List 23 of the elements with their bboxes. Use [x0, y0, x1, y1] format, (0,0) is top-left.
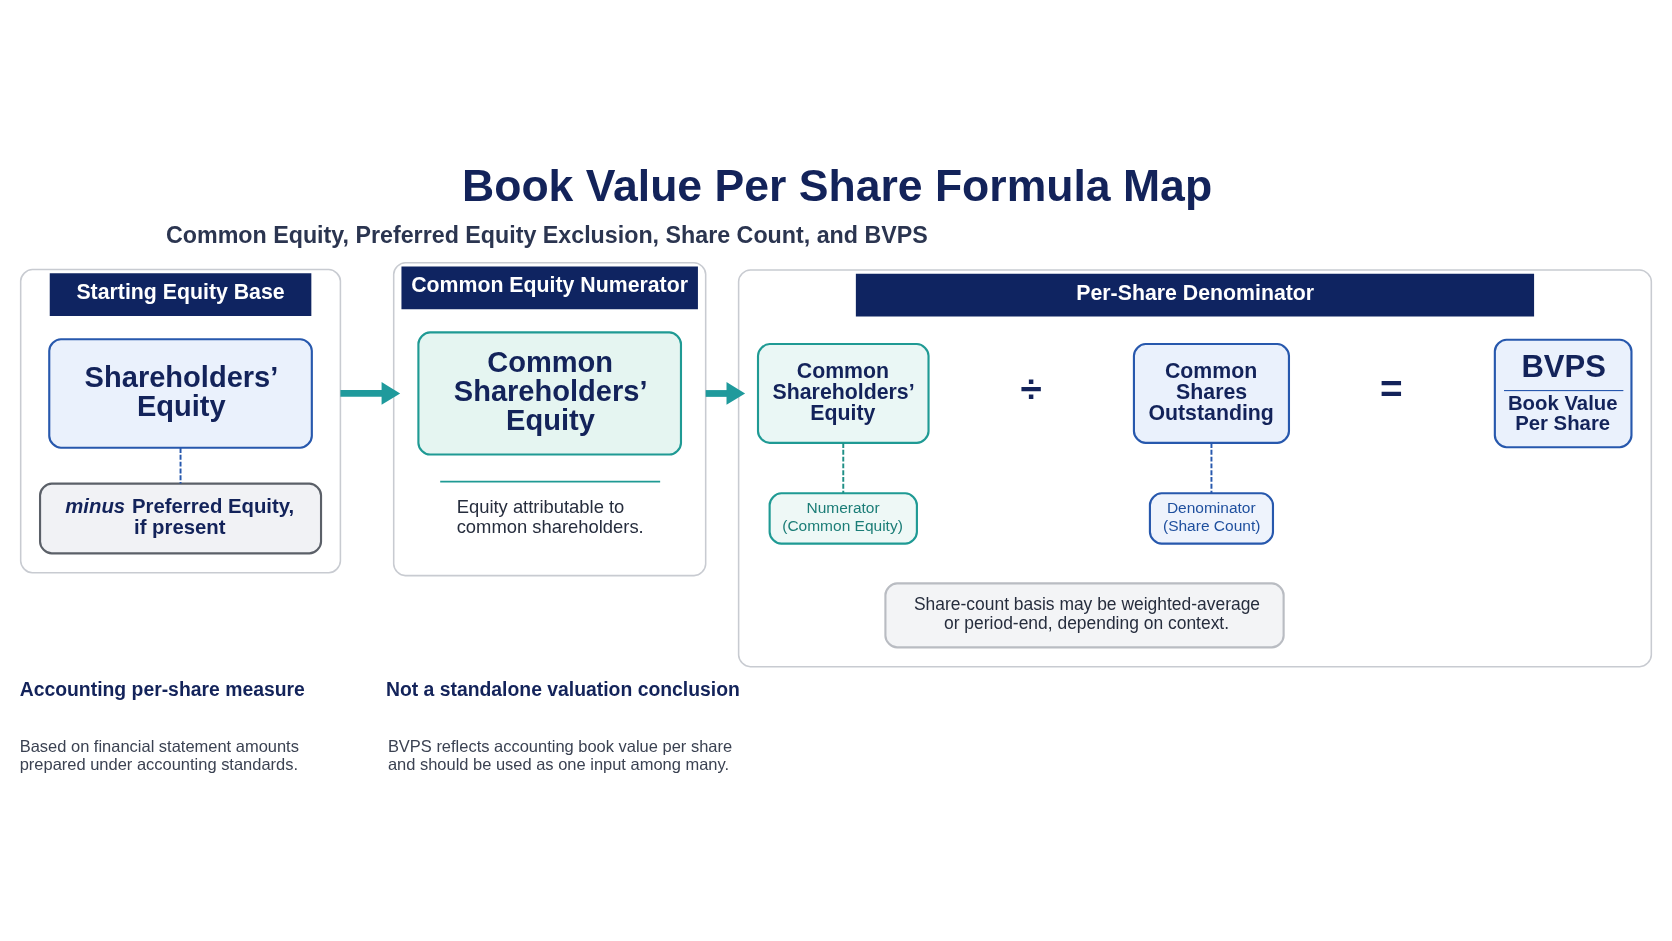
node-box: Shareholders’ Equity — [48, 338, 313, 449]
label: Based on financial statement amounts prepared under accounting standards. — [19, 736, 299, 773]
node-box: BVPS Book Value Per Share — [1493, 338, 1633, 449]
arrow — [705, 382, 746, 405]
label: ÷ — [1020, 367, 1042, 411]
label: Not a standalone valuation conclusion — [385, 677, 740, 700]
node-text: Equity attributable to common shareholders. — [456, 495, 644, 538]
node-box: Denominator (Share Count) — [1148, 492, 1275, 545]
connector — [1210, 442, 1213, 495]
label: = — [1380, 367, 1403, 411]
label: BVPS reflects accounting book value per share and should be used as one input among many. — [387, 736, 733, 773]
node-box: Common Shares Outstanding — [1132, 343, 1291, 444]
arrow — [340, 382, 401, 405]
label: Common Equity, Preferred Equity Exclusion, Share Count, and BVPS — [166, 221, 928, 248]
node-box: Numerator (Common Equity) — [768, 492, 918, 545]
connector — [179, 447, 182, 485]
node-box: Share-count basis may be weighted-average or period-end, depending on context. — [884, 582, 1285, 649]
label: Accounting per-share measure — [19, 677, 305, 700]
node-box: Common Shareholders’ Equity — [756, 343, 930, 444]
connector — [842, 442, 845, 495]
node-box: minus Preferred Equity, if present — [39, 482, 323, 555]
diagram-title: Book Value Per Share Formula Map — [462, 161, 1213, 211]
node-box: Common Shareholders’ Equity — [417, 331, 683, 456]
